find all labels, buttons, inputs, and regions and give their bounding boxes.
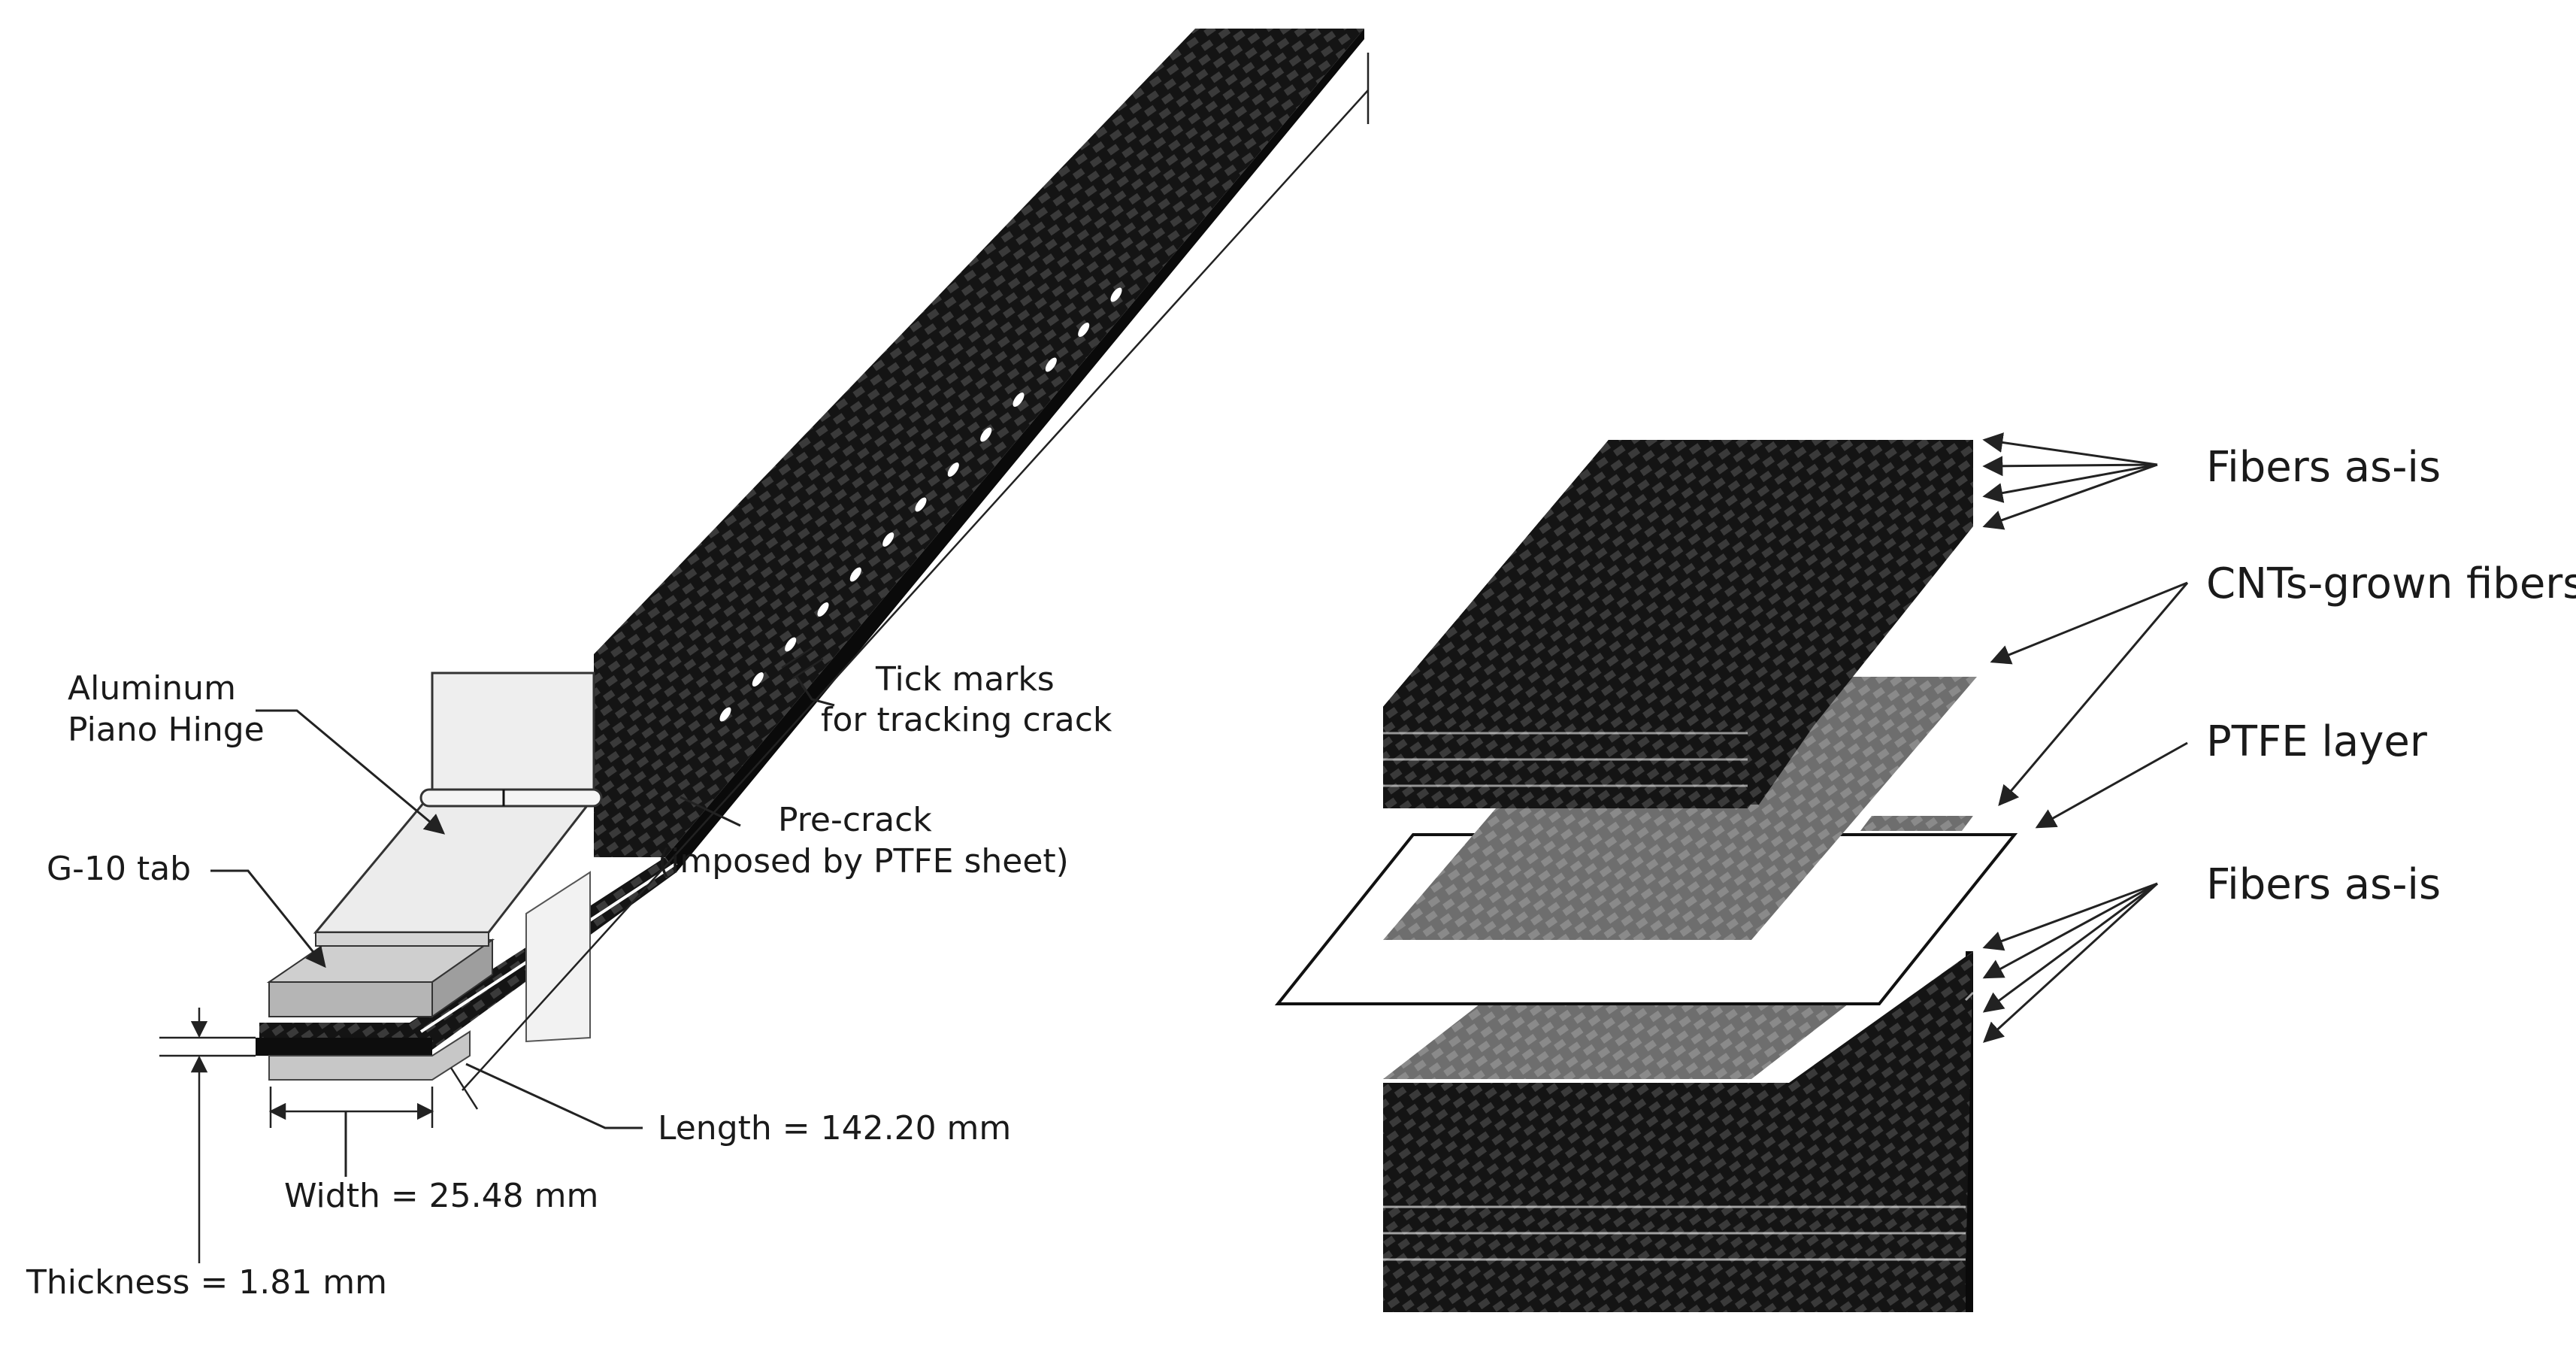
lower-g10-tab — [268, 1030, 471, 1081]
tick-mark — [752, 672, 764, 687]
precrack-label-line2: (imposed by PTFE sheet) — [658, 842, 1069, 881]
tick-label-line1: Tick marks — [875, 660, 1055, 699]
layup-leaders — [1982, 432, 2189, 1043]
cnts-label: CNTs-grown fibers — [2206, 559, 2576, 608]
tick-mark — [882, 532, 894, 547]
tick-label-line2: for tracking crack — [821, 701, 1112, 739]
upper-cnt-ply-tab — [1860, 816, 1973, 831]
length-dimension-line — [462, 89, 1369, 1091]
fibers-top-label: Fibers as-is — [2206, 443, 2441, 492]
tick-mark — [1045, 357, 1057, 372]
tick-mark — [719, 707, 731, 722]
hinge-label-line1: Aluminum — [68, 669, 236, 708]
top-ply-main — [1383, 440, 1973, 808]
specimen-lower-slab — [259, 857, 677, 1050]
width-label: Width = 25.48 mm — [284, 1177, 598, 1215]
specimen-lower-front — [256, 1038, 432, 1056]
precrack-label-line1: Pre-crack — [778, 801, 932, 839]
length-label: Length = 142.20 mm — [658, 1109, 1011, 1147]
tick-marks — [719, 287, 1122, 722]
ptfe-label: PTFE layer — [2206, 717, 2428, 766]
fibers-bottom-label: Fibers as-is — [2206, 860, 2441, 909]
tick-mark — [1013, 393, 1025, 407]
hinge-lower-leaf — [525, 871, 591, 1043]
tick-mark — [1110, 287, 1122, 302]
tab-label: G-10 tab — [47, 850, 191, 888]
tick-mark — [817, 602, 829, 617]
hinge-label-line2: Piano Hinge — [68, 711, 265, 749]
hinge-base-front — [315, 932, 489, 947]
thickness-label: Thickness = 1.81 mm — [26, 1263, 387, 1302]
g10-tab-side — [431, 938, 493, 1018]
dcb-specimen — [159, 29, 1370, 1263]
g10-tab — [268, 981, 433, 1017]
tick-mark — [947, 462, 959, 477]
tick-mark — [849, 567, 861, 582]
hinge-leaf — [431, 671, 595, 799]
layup-stack — [1274, 440, 2018, 1312]
tick-mark — [915, 497, 927, 512]
tick-mark — [980, 427, 992, 442]
carbon-beam-side — [665, 29, 1364, 872]
tick-mark — [1078, 323, 1090, 337]
bottom-ply-top — [1383, 951, 1973, 1271]
hinge-knuckle — [419, 788, 603, 808]
tick-mark — [785, 637, 797, 652]
